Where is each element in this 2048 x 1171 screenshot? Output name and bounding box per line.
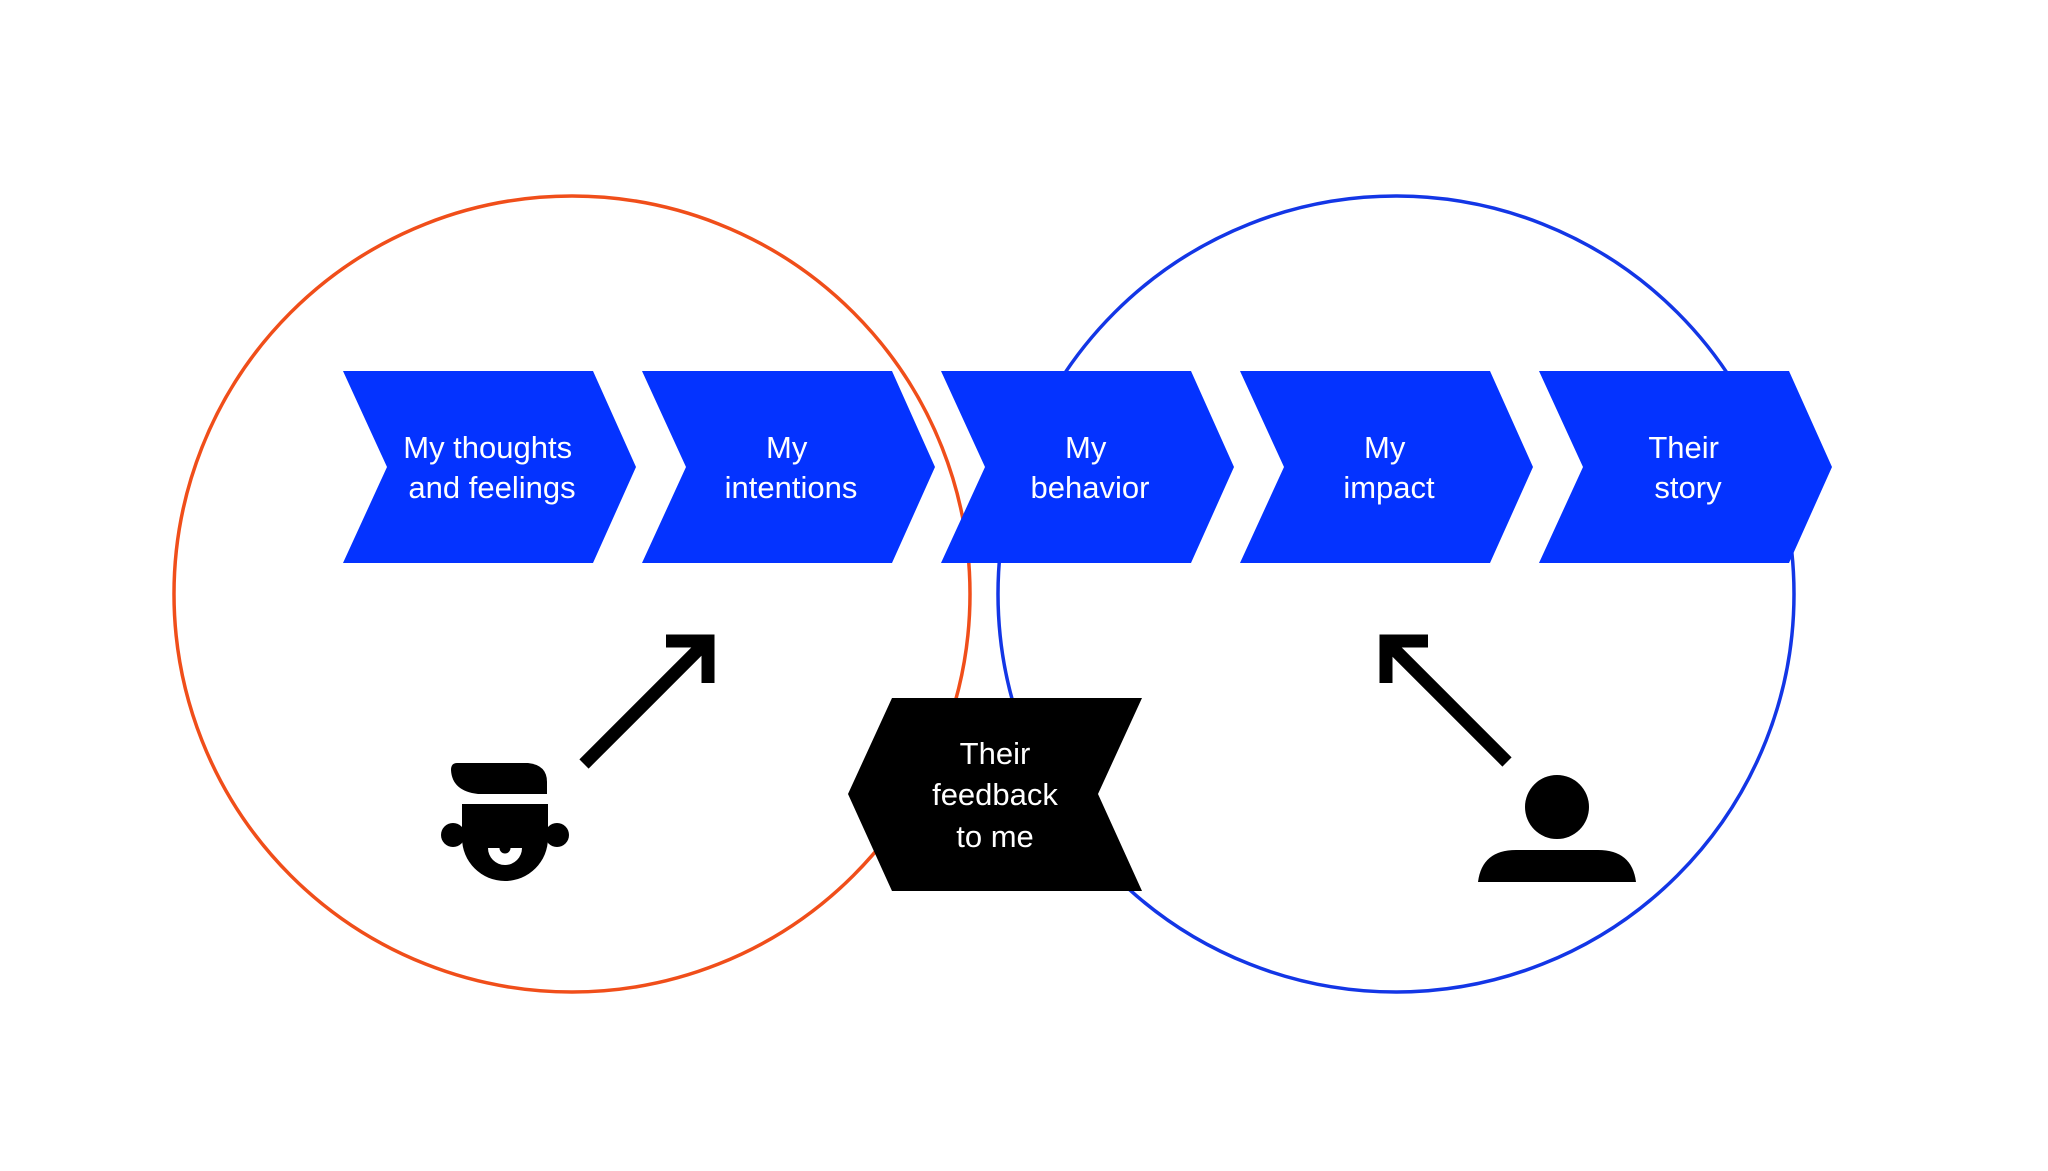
chevron-shape <box>1240 371 1533 563</box>
face-eye-white <box>488 848 522 865</box>
chevron-shape <box>941 371 1234 563</box>
chevron-shape <box>642 371 935 563</box>
feedback-label-line-3: to me <box>956 819 1034 854</box>
arrow-shaft <box>1384 639 1512 767</box>
chevron-label-line-1: My <box>1364 430 1406 465</box>
chevron-label: My thoughts and feelings <box>403 430 581 505</box>
chevron-my-behavior: My behavior <box>941 371 1234 563</box>
self-circle <box>172 194 972 994</box>
chevron-label: My behavior <box>1031 430 1150 505</box>
feedback-chevron: Their feedback to me <box>848 698 1142 891</box>
arrow-shaft <box>579 640 708 769</box>
chevron-label-line-1: My thoughts <box>403 430 572 465</box>
chevron-label-line-2: behavior <box>1031 470 1150 505</box>
chevron-my-thoughts-and-feelings: My thoughts and feelings <box>343 371 636 563</box>
right-ear <box>545 823 569 847</box>
chevron-their-story: Their story <box>1539 371 1832 563</box>
person-head <box>1525 775 1589 839</box>
chevron-label-line-1: My <box>766 430 808 465</box>
chevron-label: My impact <box>1343 430 1435 505</box>
face-eye-pupil <box>499 842 511 854</box>
chevron-label: Their story <box>1648 430 1727 505</box>
chevron-shape <box>343 371 636 563</box>
feedback-chevron-shape <box>848 698 1142 891</box>
chevron-label-line-2: and feelings <box>408 470 575 505</box>
person-with-hat-icon <box>441 763 569 881</box>
chevron-label-line-2: impact <box>1343 470 1435 505</box>
arrow-up-left-icon <box>1379 634 1512 767</box>
chevron-label-line-1: My <box>1065 430 1107 465</box>
chevron-label-line-1: Their <box>1648 430 1719 465</box>
chevron-label: My intentions <box>725 430 858 505</box>
arrow-head <box>666 634 715 683</box>
chevron-my-impact: My impact <box>1240 371 1533 563</box>
feedback-label-line-1: Their <box>960 736 1031 771</box>
chevron-flow: My thoughts and feelings My intentions M… <box>343 371 1832 563</box>
person-icon <box>1478 775 1636 882</box>
chevron-label-line-2: story <box>1654 470 1722 505</box>
left-ear <box>441 823 465 847</box>
arrow-up-right-icon <box>579 634 715 769</box>
chevron-shape <box>1539 371 1832 563</box>
chevron-my-intentions: My intentions <box>642 371 935 563</box>
person-body <box>1478 850 1636 882</box>
feedback-label-line-2: feedback <box>932 777 1058 812</box>
chevron-label-line-2: intentions <box>725 470 858 505</box>
other-circle <box>996 194 1796 994</box>
arrow-head <box>1379 634 1428 683</box>
hat-shape <box>451 763 547 794</box>
